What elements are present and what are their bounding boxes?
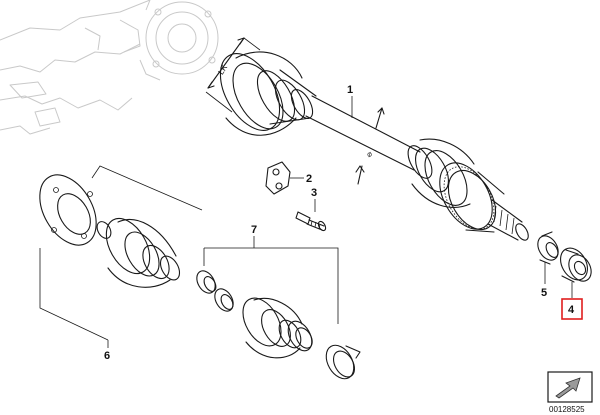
callout-1: 1	[347, 84, 353, 96]
reference-arrow-icon	[547, 371, 593, 403]
drive-shaft-assembly	[205, 37, 529, 241]
differential-housing-ghost	[0, 0, 219, 135]
callout-2: 2	[306, 173, 312, 185]
diameter-symbol: ⌀	[365, 149, 374, 159]
callout-7: 7	[251, 224, 257, 236]
bracket-plate-part	[265, 161, 304, 195]
collar-nut-part[interactable]	[555, 243, 596, 298]
boot-repair-kit-part	[39, 165, 234, 348]
bolt-part	[295, 199, 327, 232]
callout-3: 3	[311, 187, 317, 199]
highlight-box-part-4	[561, 298, 583, 320]
boot-kit-part	[203, 236, 361, 380]
callout-5: 5	[541, 287, 547, 299]
callout-4[interactable]: 4	[568, 304, 575, 316]
drawing-number: 00128525	[549, 405, 585, 414]
spacer-washer-part	[537, 231, 559, 284]
callout-6: 6	[104, 350, 110, 362]
